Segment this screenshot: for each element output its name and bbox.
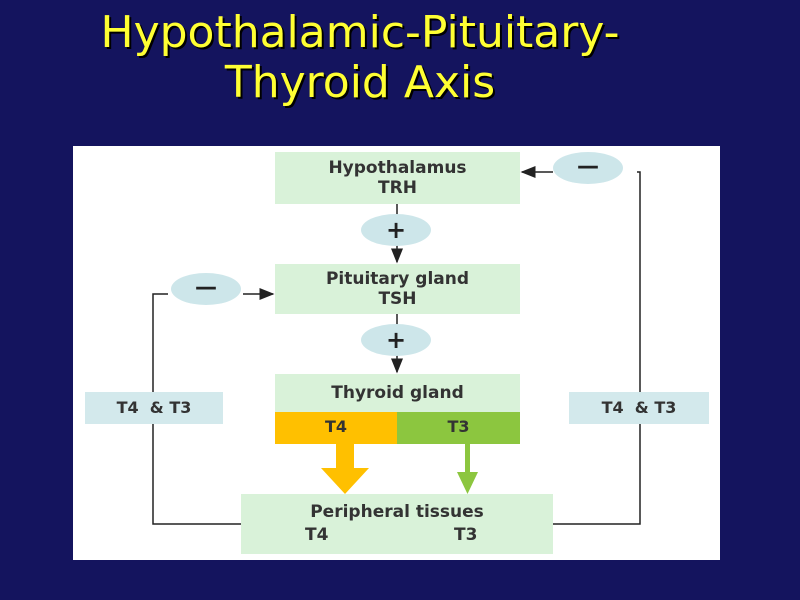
peripheral-t3-label: T3 <box>454 525 478 545</box>
hypothalamus-box: Hypothalamus TRH <box>275 152 520 204</box>
slide-title: Hypothalamic-Pituitary- Thyroid Axis <box>0 8 720 108</box>
title-line-2: Thyroid Axis <box>224 57 496 108</box>
pituitary-label: Pituitary gland <box>325 269 470 289</box>
t3-output-bar: T3 <box>397 412 520 444</box>
peripheral-tissues-box: Peripheral tissues <box>241 494 553 554</box>
tsh-label: TSH <box>378 289 417 309</box>
inhibit-oval-left: — <box>171 273 241 305</box>
t4-output-bar: T4 <box>275 412 397 444</box>
thyroid-box: Thyroid gland <box>275 374 520 412</box>
pituitary-box: Pituitary gland TSH <box>275 264 520 314</box>
t3-thin-arrow <box>457 444 478 494</box>
title-line-1: Hypothalamic-Pituitary- <box>100 7 620 58</box>
left-feedback-label: T4 & T3 <box>85 392 223 424</box>
hypothalamus-label: Hypothalamus <box>328 158 467 178</box>
diagram-panel: Hypothalamus TRH Pituitary gland TSH Thy… <box>73 146 720 560</box>
t4-output-label: T4 <box>324 417 348 436</box>
inhibit-oval-right: — <box>553 152 623 184</box>
thyroid-label: Thyroid gland <box>331 383 464 403</box>
right-feedback-label: T4 & T3 <box>569 392 709 424</box>
t4-thick-arrow <box>321 444 369 494</box>
right-feedback-line <box>553 171 641 525</box>
peripheral-tissues-label: Peripheral tissues <box>310 502 484 522</box>
stimulate-oval-1: + <box>361 214 431 246</box>
peripheral-t4-label: T4 <box>305 525 329 545</box>
t3-output-label: T3 <box>447 417 470 436</box>
stimulate-oval-2: + <box>361 324 431 356</box>
trh-label: TRH <box>378 178 417 198</box>
